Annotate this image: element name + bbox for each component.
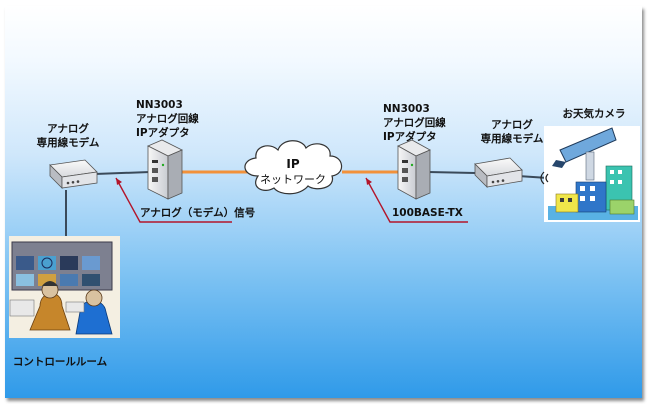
connection-lines bbox=[65, 170, 549, 238]
modem-left bbox=[49, 159, 98, 189]
svg-text:アナログ: アナログ bbox=[47, 122, 89, 135]
svg-text:IPアダプタ: IPアダプタ bbox=[136, 126, 190, 139]
svg-text:NN3003: NN3003 bbox=[383, 103, 430, 115]
modem-right bbox=[474, 157, 523, 188]
weather-camera-illustration bbox=[540, 126, 640, 222]
signal-left-label: アナログ（モデム）信号 bbox=[140, 206, 255, 219]
control-room-label: コントロールルーム bbox=[13, 356, 108, 368]
cloud-label-ip: IP bbox=[286, 157, 299, 171]
camera-label: お天気カメラ bbox=[563, 107, 626, 120]
svg-text:専用線モデム: 専用線モデム bbox=[37, 136, 100, 149]
line-modem-left-to-adapter-left bbox=[94, 171, 151, 175]
ip-network-cloud: IP ネットワーク bbox=[244, 140, 343, 195]
modem-right-label: アナログ 専用線モデム bbox=[481, 118, 544, 145]
line-adapter-right-to-modem-right bbox=[427, 171, 476, 174]
svg-text:NN3003: NN3003 bbox=[136, 99, 183, 111]
signal-right-label: 100BASE-TX bbox=[392, 207, 463, 219]
callout-signal-right: 100BASE-TX bbox=[365, 177, 468, 223]
line-modem-right-to-camera bbox=[517, 175, 549, 179]
adapter-left-label: NN3003 アナログ回線 IPアダプタ bbox=[136, 99, 199, 139]
svg-text:アナログ: アナログ bbox=[491, 118, 533, 131]
svg-text:アナログ回線: アナログ回線 bbox=[136, 112, 199, 125]
svg-text:IPアダプタ: IPアダプタ bbox=[383, 130, 437, 143]
svg-text:アナログ回線: アナログ回線 bbox=[383, 116, 446, 129]
control-room-illustration bbox=[9, 236, 120, 338]
cloud-label-network: ネットワーク bbox=[260, 173, 326, 186]
modem-left-label: アナログ 専用線モデム bbox=[37, 122, 100, 149]
callout-signal-left: アナログ（モデム）信号 bbox=[115, 177, 255, 223]
adapter-right bbox=[397, 139, 431, 200]
svg-text:専用線モデム: 専用線モデム bbox=[481, 132, 544, 145]
adapter-left bbox=[147, 139, 183, 200]
adapter-right-label: NN3003 アナログ回線 IPアダプタ bbox=[383, 103, 446, 143]
